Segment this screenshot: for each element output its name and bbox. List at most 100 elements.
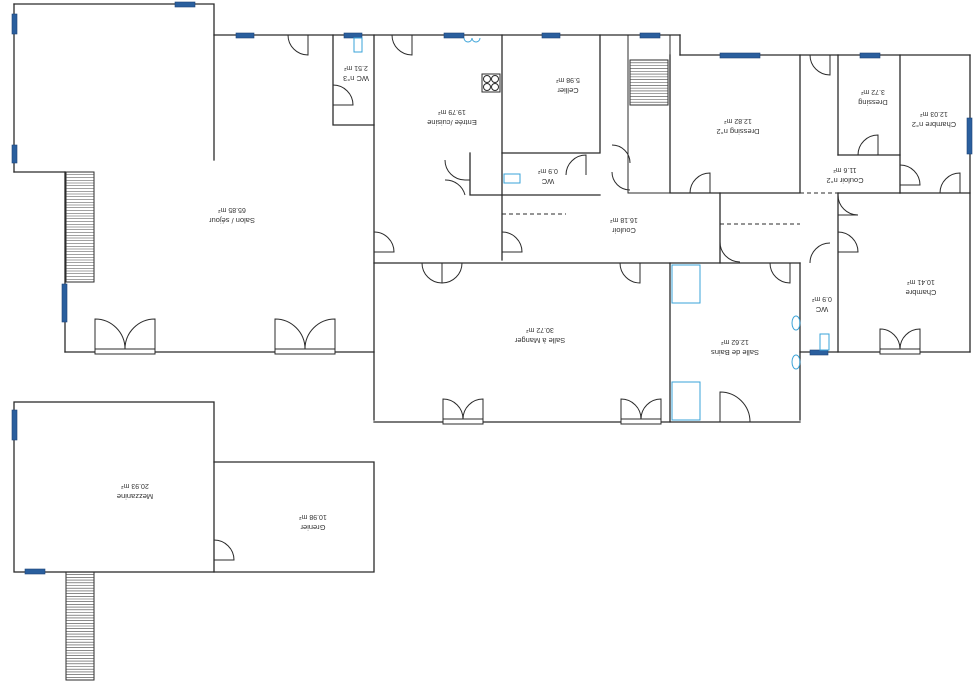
- room-name: Couloir: [612, 226, 636, 235]
- door-swing: [441, 262, 463, 284]
- room-name: Grenier: [300, 523, 326, 532]
- door-swing: [611, 171, 631, 191]
- room-area: 12.62 m²: [721, 338, 749, 345]
- room-name: Salle de Bains: [711, 348, 759, 357]
- room-area: 3.72 m²: [860, 88, 884, 95]
- room-label-dressing: Dressing 3.72 m²: [858, 88, 888, 107]
- toilet-icon: [353, 37, 363, 53]
- staircase-salon: [65, 171, 95, 283]
- door-swing: [213, 539, 235, 561]
- room-area: 16.18 m²: [610, 216, 638, 223]
- room-name: Dressing: [858, 98, 888, 107]
- walls: [13, 3, 971, 573]
- door-swing: [837, 231, 859, 253]
- wall-salon: [13, 3, 215, 161]
- french-door: [442, 398, 484, 425]
- window: [966, 117, 973, 155]
- room-area: 10.41 m²: [907, 278, 935, 285]
- room-area: 2.51 m²: [343, 64, 367, 71]
- window: [541, 32, 561, 39]
- door-swing: [939, 172, 961, 194]
- room-label-chambre2: Chambre n°2 12.03 m²: [912, 110, 956, 129]
- door-swing: [719, 391, 751, 423]
- basin-icon: [791, 315, 801, 331]
- room-area: 0.9 m²: [811, 295, 832, 302]
- room-name: WC: [815, 305, 828, 314]
- door-swing: [444, 159, 470, 181]
- window: [24, 568, 46, 575]
- window: [174, 1, 196, 8]
- room-name: Chambre n°2: [912, 120, 956, 129]
- door-swing: [373, 231, 395, 253]
- wall-grenier: [213, 461, 375, 573]
- door-swing: [769, 262, 791, 284]
- room-area: 20.93 m²: [121, 482, 149, 489]
- door-swing: [611, 144, 631, 164]
- staircase-mezzanine: [65, 571, 95, 681]
- room-area: 10.98 m²: [299, 513, 327, 520]
- door-swing: [391, 34, 413, 56]
- french-door: [94, 318, 156, 355]
- shower-icon: [671, 381, 701, 421]
- basin-icon: [791, 354, 801, 370]
- french-door: [879, 328, 921, 355]
- door-swing: [809, 54, 831, 76]
- room-label-couloir2: Couloir n°2 11.6 m²: [826, 166, 863, 185]
- room-area: 12.03 m²: [920, 110, 948, 117]
- room-label-cellier: Cellier 5.98 m²: [555, 76, 579, 95]
- toilet-icon: [503, 173, 521, 184]
- door-swing: [332, 84, 354, 106]
- door-swing: [719, 241, 741, 263]
- bathtub-icon: [671, 264, 701, 304]
- sink-icon: [463, 37, 481, 43]
- door-swing: [837, 194, 859, 216]
- window: [61, 283, 68, 323]
- room-label-wc3: WC n°32.51 m²: [343, 64, 369, 83]
- door-swing: [287, 34, 309, 56]
- room-label-salle-de-bains: Salle de Bains 12.62 m²: [711, 338, 759, 357]
- room-name: Mezzanine: [117, 492, 153, 501]
- staircase-core: [629, 59, 669, 106]
- wall-wc: [469, 152, 601, 196]
- door-swing: [899, 164, 921, 186]
- room-area: 5.98 m²: [555, 76, 579, 83]
- room-name: Dressing n°2: [716, 127, 759, 136]
- window: [11, 409, 18, 441]
- room-area: 11.6 m²: [833, 166, 857, 173]
- room-name: Cellier: [557, 86, 579, 95]
- window: [859, 52, 881, 59]
- window: [11, 13, 18, 35]
- room-name: Couloir n°2: [826, 176, 863, 185]
- stair-core: [627, 34, 671, 194]
- wall-mezzanine: [13, 401, 215, 573]
- door-swing: [857, 134, 879, 156]
- window: [719, 52, 761, 59]
- room-area: 65.85 m²: [218, 206, 246, 213]
- door-swing: [619, 262, 641, 284]
- room-label-chambre: Chambre 10.41 m²: [906, 278, 937, 297]
- door-swing: [565, 154, 587, 176]
- room-area: 12.82 m²: [724, 117, 752, 124]
- wall-cellier-south: [501, 34, 601, 154]
- doors: [94, 34, 961, 561]
- door-swing: [501, 231, 523, 253]
- room-name: Salle à Manger: [514, 336, 565, 345]
- window: [443, 32, 465, 39]
- toilet-icon: [819, 333, 830, 351]
- window: [639, 32, 661, 39]
- door-swing: [421, 262, 443, 284]
- room-label-wc: WC0.9 m²: [537, 167, 558, 186]
- room-name: Chambre: [906, 288, 937, 297]
- room-label-mezzanine: Mezzanine 20.93 m²: [117, 482, 153, 501]
- windows: [11, 1, 973, 575]
- stove-icon: [481, 73, 501, 93]
- door-swing: [444, 179, 466, 196]
- room-area: 19.79 m²: [438, 108, 466, 115]
- room-area: 0.9 m²: [537, 167, 558, 174]
- room-label-grenier: Grenier 10.98 m²: [299, 513, 327, 532]
